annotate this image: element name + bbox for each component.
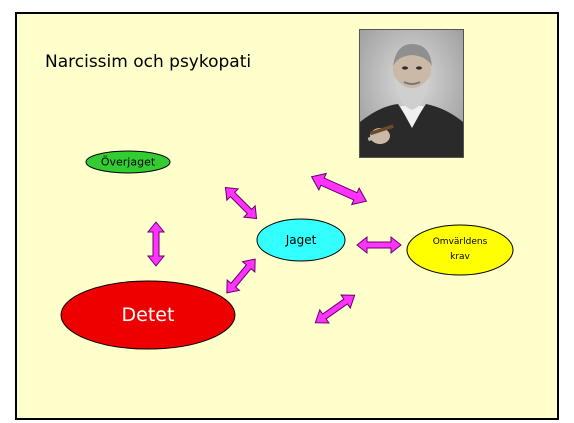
node-overjaget-label: Överjaget xyxy=(101,156,156,169)
node-jaget-label: Jaget xyxy=(285,233,317,247)
portrait-photo-icon xyxy=(359,29,464,158)
node-overjaget: Överjaget xyxy=(85,150,171,174)
node-detet: Detet xyxy=(60,280,236,350)
arrow-overjaget-detet xyxy=(146,221,166,267)
arrow-jaget-omvarldens xyxy=(356,235,402,255)
arrow-bottom-middle xyxy=(314,294,356,324)
double-arrow-icon xyxy=(224,186,258,220)
arrow-top-right xyxy=(310,172,368,206)
node-omvarldens-krav: Omvärldens krav xyxy=(406,224,514,276)
node-omvarldens-label-1: Omvärldens xyxy=(433,237,488,247)
slide-title: Narcissim och psykopati xyxy=(45,52,252,72)
node-jaget: Jaget xyxy=(256,218,346,262)
psyche-diagram: Överjaget Jaget Omvärldens krav Detet xyxy=(60,150,514,350)
node-detet-label: Detet xyxy=(122,304,175,326)
node-omvarldens-label-2: krav xyxy=(450,252,470,262)
double-arrow-icon xyxy=(226,258,256,294)
double-arrow-icon xyxy=(314,294,356,324)
double-arrow-icon xyxy=(146,221,166,267)
arrow-jaget-overjaget xyxy=(224,186,258,220)
double-arrow-icon xyxy=(356,235,402,255)
slide: Narcissim och psykopati xyxy=(15,12,559,420)
arrow-jaget-detet xyxy=(226,258,256,294)
double-arrow-icon xyxy=(310,172,368,206)
